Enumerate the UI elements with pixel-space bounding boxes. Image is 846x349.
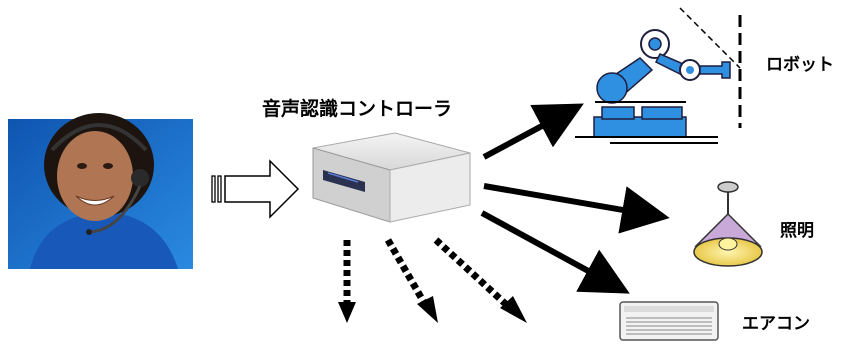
air-conditioner-icon (619, 301, 719, 341)
dotted-arrow-2 (384, 238, 430, 308)
output-arrows (480, 103, 670, 294)
controller-label: 音声認識コントローラ (262, 98, 453, 120)
input-arrow (211, 159, 300, 219)
arrow-to-light (483, 183, 670, 234)
arrow-to-aircon (480, 210, 630, 294)
aircon-label: エアコン (742, 314, 810, 334)
robot-arm-icon (575, 7, 742, 144)
device-box-icon (312, 132, 471, 223)
arrow-to-robot (482, 103, 584, 160)
dotted-arrow-3 (433, 237, 513, 311)
pendant-lamp-icon (693, 181, 763, 267)
light-label: 照明 (780, 221, 814, 241)
person-photo (8, 113, 193, 269)
unlabeled-output-arrows (338, 237, 527, 323)
robot-label: ロボット (766, 55, 834, 75)
